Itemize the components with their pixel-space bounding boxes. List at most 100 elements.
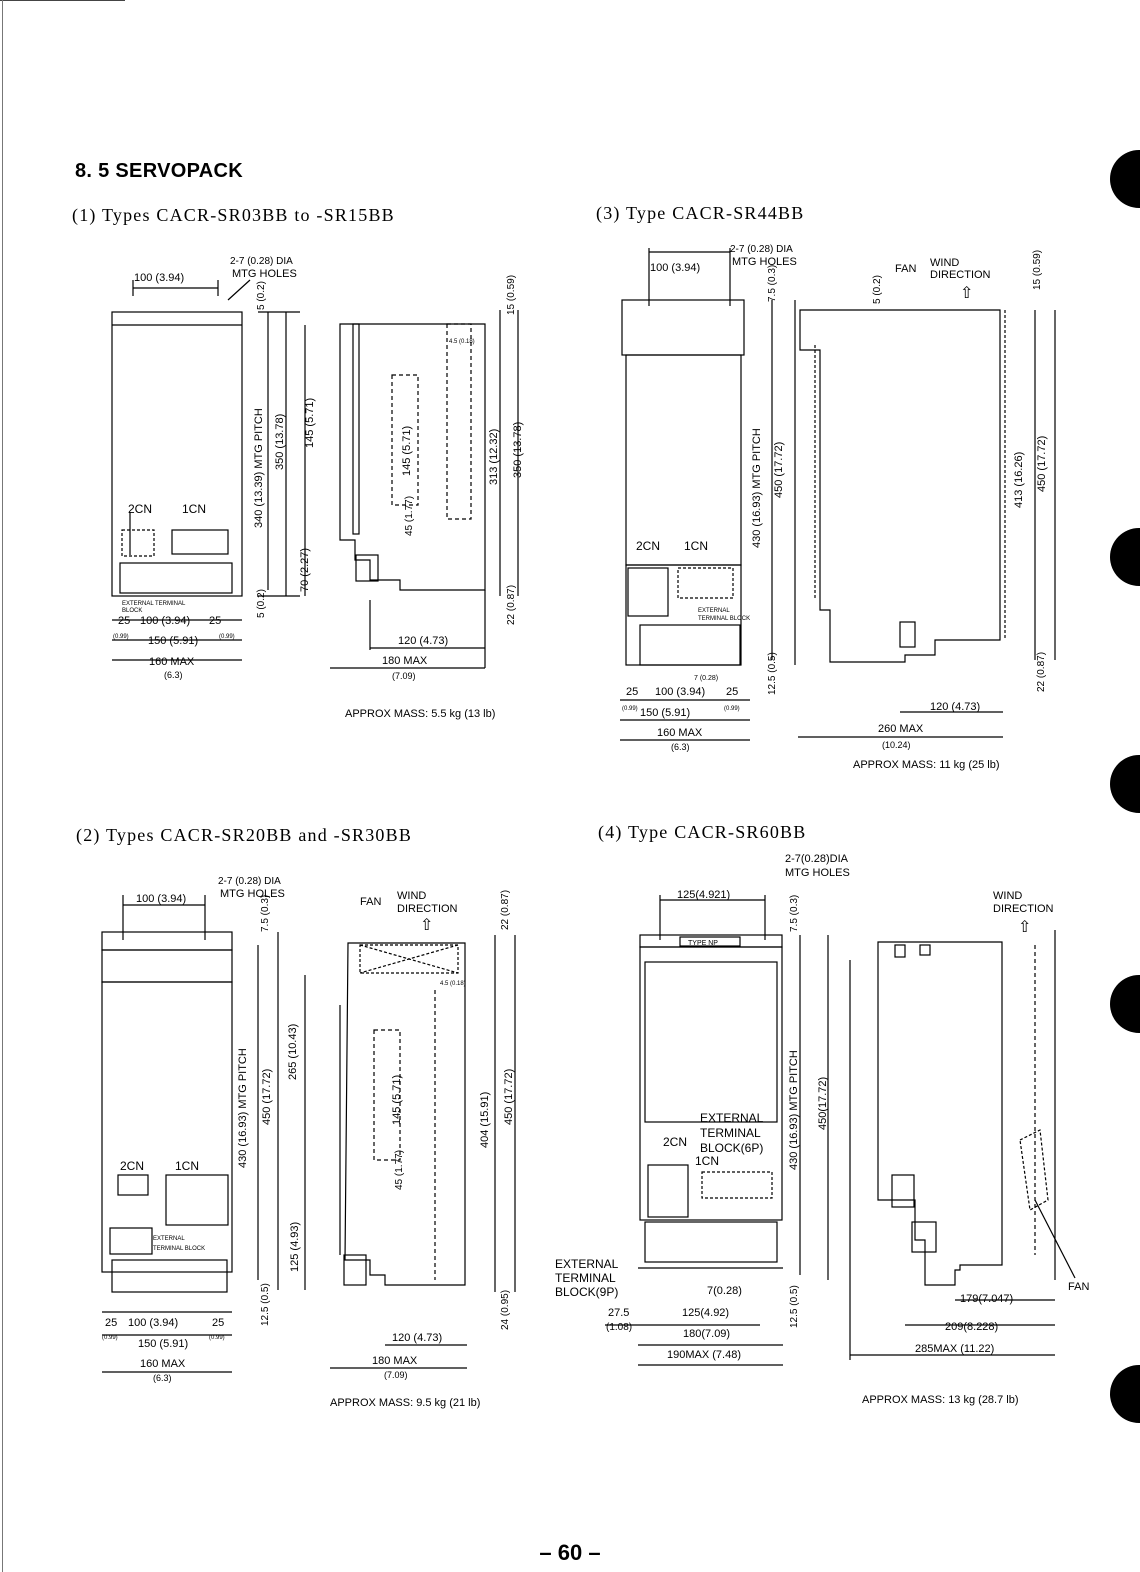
- mtg-holes-1: 2-7 (0.28) DIA: [230, 256, 293, 267]
- sdim-2g: 24 (0.95): [500, 1290, 511, 1330]
- bottom-dim-1h: (0.99): [219, 634, 235, 640]
- conn-2cn-3: 2CN: [636, 539, 660, 553]
- terminal-block-1b: BLOCK: [122, 608, 142, 614]
- nameplate-4: TYPE NP: [688, 940, 718, 947]
- sdim-2f: 4.5 (0.18): [440, 981, 466, 987]
- fan-4: FAN: [1068, 1281, 1089, 1293]
- bottom-dim-3a: 25: [626, 686, 638, 698]
- page-edge: [2, 0, 3, 1572]
- side-view-4: [849, 930, 1076, 1360]
- mtg-holes-4b: MTG HOLES: [785, 867, 850, 879]
- bottom-dim-3f: (6.3): [671, 742, 690, 752]
- tb6-4a: EXTERNAL: [700, 1111, 764, 1125]
- sdim-2j: (7.09): [384, 1370, 408, 1380]
- corner-rule: [0, 0, 125, 1]
- wind-2: WIND: [397, 890, 426, 902]
- sdim-1j: (7.09): [392, 671, 416, 681]
- hole-spacing-3: 100 (3.94): [650, 262, 700, 274]
- vdim-1b: 350 (13.78): [274, 414, 286, 470]
- vdim-1f: 5 (0.2): [256, 589, 267, 618]
- vdim-4c: 7.5 (0.3): [789, 895, 800, 932]
- mtg-holes-4: 2-7(0.28)DIA: [785, 853, 849, 865]
- sdim-2a: 145 (5.71): [391, 1075, 403, 1125]
- sdim-2e: 22 (0.87): [500, 890, 511, 930]
- page-number: – 60 –: [539, 1540, 601, 1565]
- bottom-dim-2e: 160 MAX: [140, 1358, 186, 1370]
- bottom-dim-1g: (0.99): [113, 634, 129, 640]
- tb9-4c: BLOCK(9P): [555, 1285, 618, 1299]
- sdim-1i: 180 MAX: [382, 655, 428, 667]
- mtg-holes-3: 2-7 (0.28) DIA: [730, 244, 793, 255]
- bottom-dim-1f: (6.3): [164, 670, 183, 680]
- sdim-2i: 180 MAX: [372, 1355, 418, 1367]
- sdim-1e: 15 (0.59): [506, 275, 517, 315]
- bottom-dim-4c: 125(4.92): [682, 1307, 729, 1319]
- sdim-1b: 45 (1.77): [404, 496, 415, 536]
- bottom-dim-3b: 100 (3.94): [655, 686, 705, 698]
- sdim-1c: 313 (12.32): [488, 429, 500, 485]
- bottom-dim-2b: 100 (3.94): [128, 1317, 178, 1329]
- vdim-1a: 340 (13.39) MTG PITCH: [253, 408, 265, 528]
- sdim-3g: 260 MAX: [878, 723, 924, 735]
- side-view-1: [330, 310, 519, 669]
- wind-arrow-icon: ⇧: [420, 917, 433, 934]
- side-view-2: [304, 935, 516, 1369]
- sdim-3f: 120 (4.73): [930, 701, 980, 713]
- terminal-block-2: EXTERNAL: [153, 1236, 185, 1242]
- figure-title-1: (1) Types CACR-SR03BB to -SR15BB: [72, 205, 395, 225]
- direction-4: DIRECTION: [993, 903, 1054, 915]
- bottom-dim-2g: (0.99): [102, 1335, 118, 1341]
- vdim-2f: 12.5 (0.5): [260, 1283, 271, 1326]
- bottom-dim-3c: 25: [726, 686, 738, 698]
- bottom-dim-3d: 150 (5.91): [640, 707, 690, 719]
- bottom-dim-1d: 150 (5.91): [148, 635, 198, 647]
- mass-label-3: APPROX MASS: 11 kg (25 lb): [853, 759, 1000, 771]
- mtg-holes-2: 2-7 (0.28) DIA: [218, 876, 281, 887]
- hole-spacing-2: 100 (3.94): [136, 893, 186, 905]
- sdim-1f: 4.5 (0.18): [449, 339, 475, 345]
- vdim-3c: 7.5 (0.3): [767, 265, 778, 302]
- bottom-dim-3g: 7 (0.28): [694, 675, 718, 682]
- bottom-dim-1e: 160 MAX: [149, 656, 195, 668]
- tb6-4b: TERMINAL: [700, 1126, 761, 1140]
- sdim-2d: 450 (17.72): [503, 1069, 515, 1125]
- sdim-1g: 22 (0.87): [506, 585, 517, 625]
- front-view-2: [101, 895, 279, 1373]
- mass-label-2: APPROX MASS: 9.5 kg (21 lb): [330, 1397, 481, 1409]
- bottom-dim-4a: 27.5: [608, 1307, 629, 1319]
- wind-arrow-icon: ⇧: [1018, 919, 1031, 936]
- hole-spacing-1: 100 (3.94): [134, 272, 184, 284]
- sdim-2h: 120 (4.73): [392, 1332, 442, 1344]
- sdim-1h: 120 (4.73): [398, 635, 448, 647]
- sdim-1a: 145 (5.71): [401, 426, 413, 476]
- sdim-1d: 350 (13.78): [512, 422, 524, 478]
- bottom-dim-2a: 25: [105, 1317, 117, 1329]
- tb6-4c: BLOCK(6P): [700, 1141, 763, 1155]
- bottom-dim-4b: (1.08): [606, 1322, 632, 1333]
- vdim-3b: 450 (17.72): [773, 442, 785, 498]
- figure-title-3: (3) Type CACR-SR44BB: [596, 203, 805, 223]
- hole-spacing-4: 125(4.921): [677, 889, 730, 901]
- bottom-dim-1c: 25: [209, 615, 221, 627]
- conn-2cn-1: 2CN: [128, 502, 152, 516]
- conn-2cn-2: 2CN: [120, 1159, 144, 1173]
- mtg-holes-1b: MTG HOLES: [232, 268, 297, 280]
- direction-3: DIRECTION: [930, 269, 991, 281]
- vdim-4b: 450(17.72): [817, 1077, 829, 1130]
- terminal-block-2b: TERMINAL BLOCK: [153, 1246, 205, 1252]
- terminal-block-3b: TERMINAL BLOCK: [698, 616, 750, 622]
- mass-label-1: APPROX MASS: 5.5 kg (13 lb): [345, 708, 496, 720]
- bottom-dim-3e: 160 MAX: [657, 727, 703, 739]
- bottom-dim-2d: 150 (5.91): [138, 1338, 188, 1350]
- vdim-2e: 7.5 (0.3): [260, 895, 271, 932]
- section-heading: 8. 5 SERVOPACK: [75, 160, 243, 182]
- figure-title-2: (2) Types CACR-SR20BB and -SR30BB: [76, 825, 413, 845]
- sdim-4a: 179(7.047): [960, 1293, 1013, 1305]
- vdim-4a: 430 (16.93) MTG PITCH: [788, 1050, 800, 1170]
- bottom-dim-2c: 25: [212, 1317, 224, 1329]
- vdim-4d: 12.5 (0.5): [789, 1285, 800, 1328]
- fan-2: FAN: [360, 896, 381, 908]
- bottom-dim-4e: 190MAX (7.48): [667, 1349, 741, 1361]
- front-view-4: [605, 895, 829, 1366]
